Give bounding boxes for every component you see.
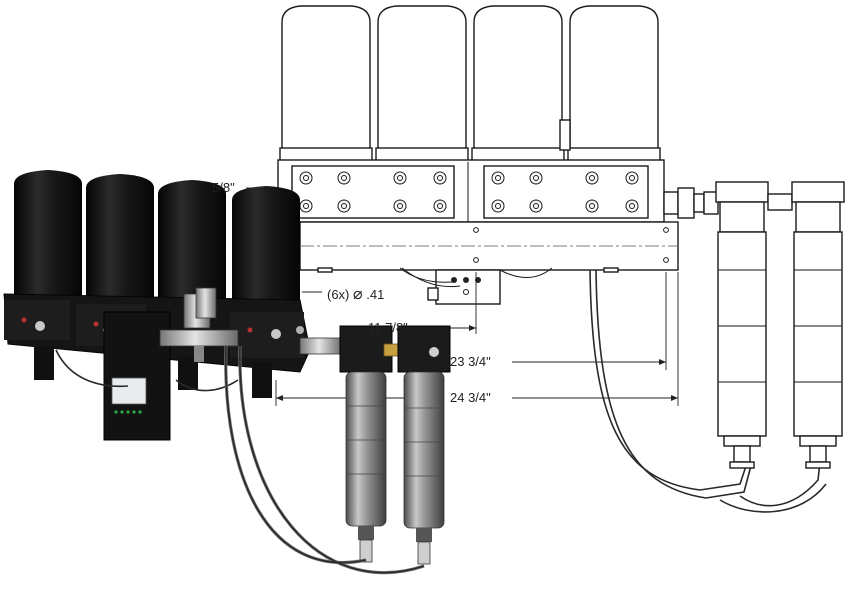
brass-fitting (383, 343, 399, 357)
outline-assembly (277, 5, 845, 513)
dim-hole-callout: (6x) ⌀ .41 (327, 286, 384, 303)
control-box (103, 311, 171, 441)
dim-center-width: 11 7/8" (368, 320, 408, 335)
gray-filter-housing (397, 325, 451, 565)
outline-canister (375, 5, 469, 163)
outline-canister (567, 5, 661, 163)
dim-overall-width: 24 3/4" (450, 390, 491, 405)
outline-canister (471, 5, 565, 163)
outline-ports (299, 171, 639, 213)
hose-loops (224, 345, 425, 575)
black-canister (232, 186, 300, 310)
dim-hole-span: 23 3/4" (450, 354, 491, 369)
black-canister (158, 180, 226, 306)
gray-filter-housing (339, 325, 393, 563)
control-display (111, 377, 147, 405)
outline-canister (279, 5, 373, 163)
rendered-assembly (3, 170, 343, 441)
black-canister (86, 174, 154, 304)
outline-right-filter (791, 181, 845, 469)
gray-filters (339, 325, 451, 565)
regulator-valve (159, 287, 239, 362)
outline-regulator (435, 269, 501, 305)
black-canister (14, 170, 82, 300)
dim-top-offset: 5/8" (212, 180, 235, 195)
dimension-labels: 5/8" (6x) ⌀ .41 11 7/8" 23 3/4" 24 3/4" (212, 180, 491, 405)
outline-right-filter (715, 181, 769, 469)
